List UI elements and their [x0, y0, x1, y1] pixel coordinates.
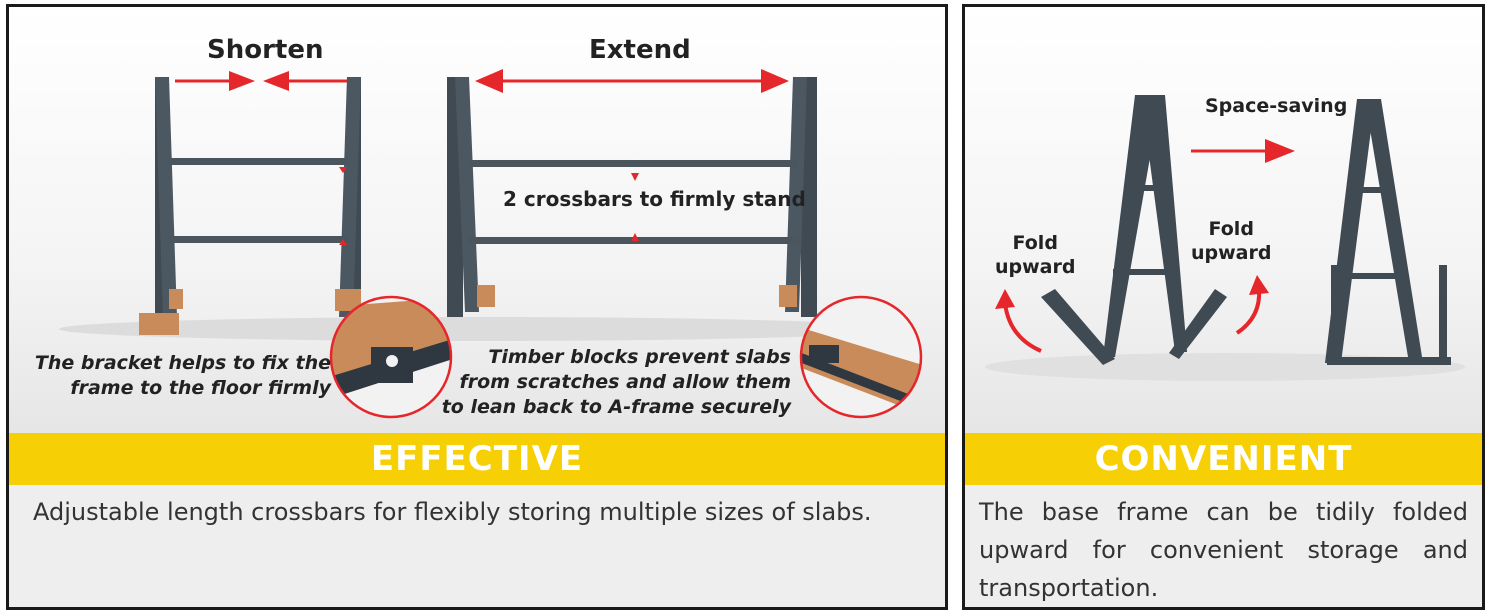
effective-title: EFFECTIVE	[370, 439, 584, 479]
bracket-caption: The bracket helps to fix the frame to th…	[34, 352, 331, 399]
short-frame	[139, 77, 361, 335]
space-saving-label: Space-saving	[1205, 95, 1348, 117]
folding-frame-photo: Space-saving Fold upward Fold upward	[965, 7, 1482, 433]
folded-a-frame	[1325, 99, 1451, 365]
extend-label: Extend	[589, 35, 691, 65]
shorten-arrows	[175, 71, 347, 91]
convenient-description: The base frame can be tidily folded upwa…	[965, 485, 1482, 607]
convenient-title: CONVENIENT	[1094, 439, 1353, 479]
adjustable-frame-photo: Shorten Extend 2 crossbars to firmly sta…	[9, 7, 945, 433]
space-saving-arrow	[1191, 139, 1295, 163]
timber-block	[169, 289, 183, 309]
timber-block	[139, 313, 179, 335]
convenient-panel: Space-saving Fold upward Fold upward CON…	[962, 4, 1485, 610]
shorten-label: Shorten	[207, 35, 324, 65]
bracket-detail-circle	[329, 295, 453, 419]
timber-block	[779, 285, 797, 307]
effective-panel: Shorten Extend 2 crossbars to firmly sta…	[6, 4, 948, 610]
fold-upward-right-label: Fold upward	[1191, 218, 1272, 264]
floor-shadow	[59, 317, 899, 341]
fold-arrow-left	[995, 289, 1042, 353]
fold-upward-left-label: Fold upward	[995, 232, 1076, 278]
effective-banner: EFFECTIVE	[9, 433, 945, 485]
extend-arrow	[475, 69, 789, 93]
timber-block	[477, 285, 495, 307]
effective-description: Adjustable length crossbars for flexibly…	[9, 485, 945, 607]
crossbar-markers	[339, 167, 639, 245]
folding-frame-illustration	[985, 95, 1465, 381]
unfolded-a-frame	[1041, 95, 1227, 365]
extended-frame	[447, 77, 817, 317]
convenient-banner: CONVENIENT	[965, 433, 1482, 485]
adjustable-frame-illustration	[59, 69, 923, 419]
timber-detail-circle	[799, 295, 923, 419]
crossbars-label: 2 crossbars to firmly stand	[503, 187, 806, 211]
timber-block	[335, 289, 361, 311]
timber-caption: Timber blocks prevent slabs from scratch…	[441, 346, 791, 418]
fold-arrow-right	[1235, 275, 1269, 335]
